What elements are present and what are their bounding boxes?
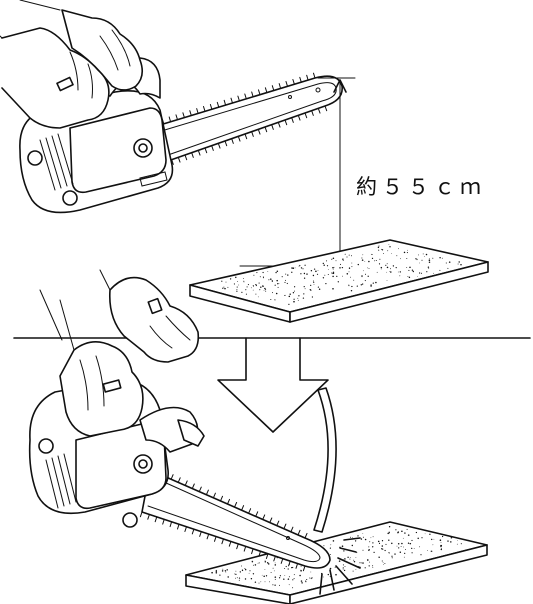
- bottom-board: [185, 521, 488, 604]
- top-board-texture: [221, 244, 462, 306]
- bottom-gloved-hands: [39, 269, 200, 437]
- top-scene: 約５５ｃｍ: [0, 0, 489, 323]
- top-guide-bar: [148, 72, 343, 168]
- swing-arc: [313, 387, 337, 533]
- drop-height-label: 約５５ｃｍ: [356, 175, 486, 199]
- bottom-guide-bar: [139, 464, 331, 572]
- impact-burst: [319, 537, 361, 595]
- top-board: [189, 239, 489, 323]
- top-gloved-hands: [0, 0, 144, 129]
- bottom-scene: [28, 269, 488, 604]
